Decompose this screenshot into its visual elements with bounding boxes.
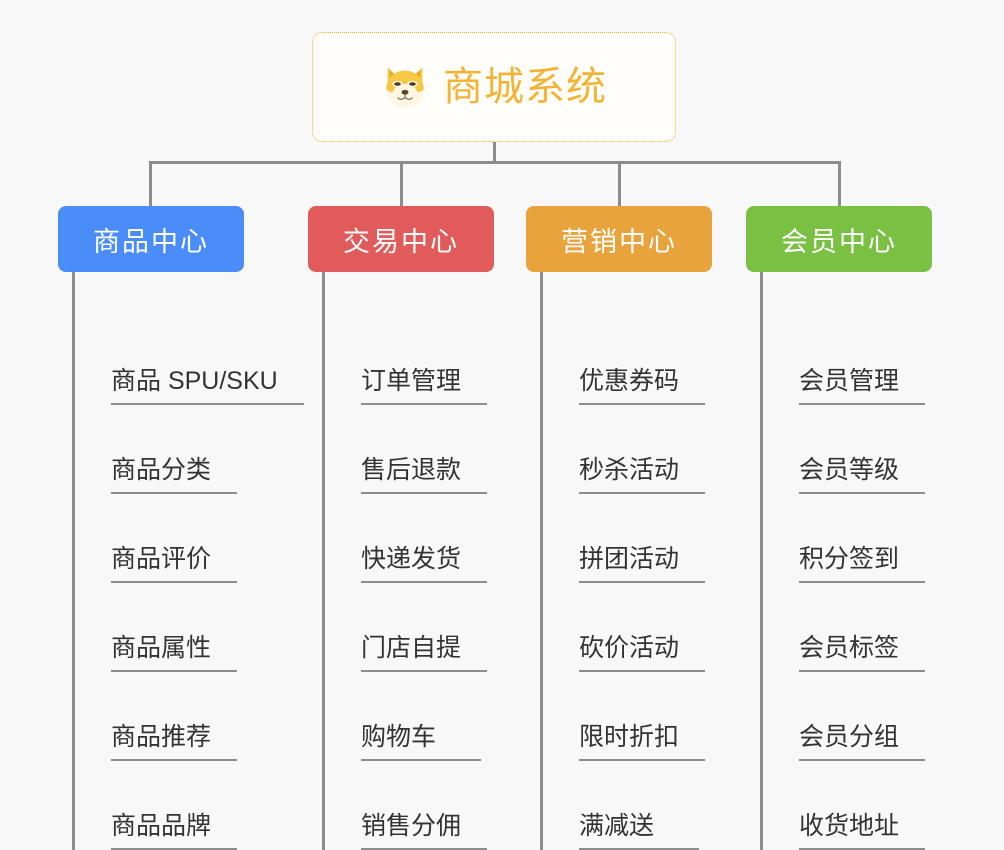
- branch-header-1[interactable]: 商品中心: [58, 206, 244, 272]
- leaf-label: 会员等级: [799, 450, 926, 494]
- leaf-label: 会员标签: [799, 628, 926, 672]
- leaf-label: 收货地址: [799, 806, 926, 850]
- list-item[interactable]: 订单管理: [325, 316, 494, 405]
- leaf-list-2: 订单管理 售后退款 快递发货 门店自提 购物车 销售分佣: [322, 272, 494, 850]
- connector-horizontal-bar: [149, 161, 841, 164]
- connector-drop-2: [400, 161, 403, 206]
- branch-column-3: 营销中心 优惠券码 秒杀活动 拼团活动 砍价活动 限时折扣 满减送: [526, 206, 712, 850]
- list-item[interactable]: 会员标签: [763, 583, 932, 672]
- connector-drop-1: [149, 161, 152, 206]
- branch-header-label: 交易中心: [343, 226, 459, 257]
- list-item[interactable]: 商品分类: [75, 405, 304, 494]
- connector-root-stem: [493, 142, 496, 164]
- branch-column-2: 交易中心 订单管理 售后退款 快递发货 门店自提 购物车 销售分佣: [308, 206, 494, 850]
- leaf-label: 订单管理: [361, 361, 488, 405]
- list-item[interactable]: 砍价活动: [543, 583, 712, 672]
- root-node[interactable]: 商城系统: [312, 32, 676, 142]
- list-item[interactable]: 优惠券码: [543, 316, 712, 405]
- list-item[interactable]: 商品 SPU/SKU: [75, 316, 304, 405]
- leaf-label: 售后退款: [361, 450, 488, 494]
- list-item[interactable]: 售后退款: [325, 405, 494, 494]
- branch-column-4: 会员中心 会员管理 会员等级 积分签到 会员标签 会员分组 收货地址: [746, 206, 932, 850]
- list-item[interactable]: 销售分佣: [325, 761, 494, 850]
- leaf-list-4: 会员管理 会员等级 积分签到 会员标签 会员分组 收货地址: [760, 272, 932, 850]
- list-item[interactable]: 收货地址: [763, 761, 932, 850]
- list-item[interactable]: 快递发货: [325, 494, 494, 583]
- branch-header-4[interactable]: 会员中心: [746, 206, 932, 272]
- leaf-label: 拼团活动: [579, 539, 706, 583]
- leaf-label: 商品评价: [111, 539, 238, 583]
- connector-drop-3: [618, 161, 621, 206]
- leaf-label: 门店自提: [361, 628, 488, 672]
- branch-column-1: 商品中心 商品 SPU/SKU 商品分类 商品评价 商品属性 商品推荐 商品品牌: [58, 206, 304, 850]
- leaf-label: 商品分类: [111, 450, 238, 494]
- list-item[interactable]: 会员管理: [763, 316, 932, 405]
- leaf-list-1: 商品 SPU/SKU 商品分类 商品评价 商品属性 商品推荐 商品品牌: [72, 272, 304, 850]
- leaf-label: 商品属性: [111, 628, 238, 672]
- shiba-dog-face-icon: [381, 63, 429, 111]
- leaf-label: 购物车: [361, 717, 481, 761]
- leaf-label: 积分签到: [799, 539, 926, 583]
- list-item[interactable]: 商品品牌: [75, 761, 304, 850]
- list-item[interactable]: 积分签到: [763, 494, 932, 583]
- list-item[interactable]: 购物车: [325, 672, 494, 761]
- branch-header-label: 会员中心: [781, 226, 897, 257]
- list-item[interactable]: 商品评价: [75, 494, 304, 583]
- list-item[interactable]: 拼团活动: [543, 494, 712, 583]
- branch-header-3[interactable]: 营销中心: [526, 206, 712, 272]
- list-item[interactable]: 门店自提: [325, 583, 494, 672]
- leaf-label: 砍价活动: [579, 628, 706, 672]
- leaf-label: 优惠券码: [579, 361, 706, 405]
- list-item[interactable]: 会员等级: [763, 405, 932, 494]
- list-item[interactable]: 商品属性: [75, 583, 304, 672]
- branch-header-2[interactable]: 交易中心: [308, 206, 494, 272]
- branch-header-label: 商品中心: [93, 226, 209, 257]
- leaf-label: 满减送: [579, 806, 699, 850]
- leaf-label: 商品 SPU/SKU: [111, 361, 304, 405]
- leaf-list-3: 优惠券码 秒杀活动 拼团活动 砍价活动 限时折扣 满减送: [540, 272, 712, 850]
- branch-header-label: 营销中心: [561, 226, 677, 257]
- root-title: 商城系统: [443, 65, 607, 109]
- leaf-label: 销售分佣: [361, 806, 488, 850]
- leaf-label: 会员分组: [799, 717, 926, 761]
- list-item[interactable]: 满减送: [543, 761, 712, 850]
- leaf-label: 秒杀活动: [579, 450, 706, 494]
- leaf-label: 商品品牌: [111, 806, 238, 850]
- leaf-label: 商品推荐: [111, 717, 238, 761]
- leaf-label: 快递发货: [361, 539, 488, 583]
- list-item[interactable]: 限时折扣: [543, 672, 712, 761]
- list-item[interactable]: 商品推荐: [75, 672, 304, 761]
- connector-drop-4: [838, 161, 841, 206]
- leaf-label: 限时折扣: [579, 717, 706, 761]
- list-item[interactable]: 秒杀活动: [543, 405, 712, 494]
- list-item[interactable]: 会员分组: [763, 672, 932, 761]
- leaf-label: 会员管理: [799, 361, 926, 405]
